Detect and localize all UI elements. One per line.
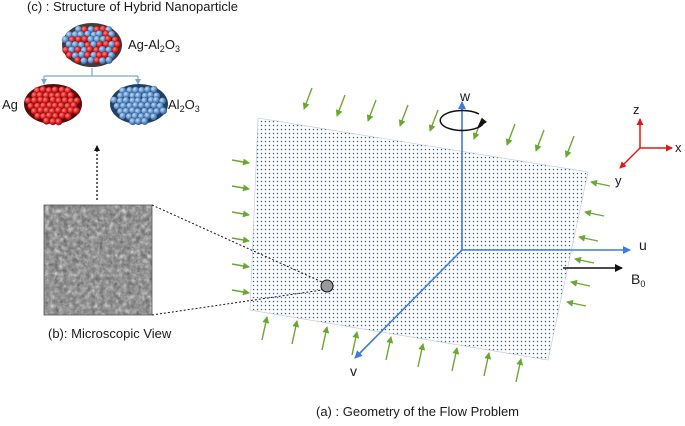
v-axis xyxy=(354,249,463,359)
stream-arrow xyxy=(261,316,270,341)
stream-arrow xyxy=(584,209,605,217)
stream-arrow xyxy=(451,347,460,372)
stream-arrow xyxy=(366,99,377,122)
stream-arrow xyxy=(302,87,313,110)
stream-arrow xyxy=(428,109,439,132)
stream-arrow xyxy=(231,158,250,166)
rotation-arrow-icon xyxy=(439,109,487,132)
stream-arrow xyxy=(231,210,250,218)
stream-arrow xyxy=(590,179,611,187)
stream-arrow xyxy=(231,288,250,296)
ag-label: Ag xyxy=(2,97,18,112)
microscope-texture-icon xyxy=(43,204,153,316)
stream-arrow xyxy=(578,234,599,242)
stream-arrow xyxy=(351,331,360,356)
y-frame-axis xyxy=(619,147,641,169)
stretching-plate xyxy=(249,117,589,361)
u-label: u xyxy=(639,237,647,253)
caption-flow-geometry: (a) : Geometry of the Flow Problem xyxy=(316,404,519,419)
z-frame-label: z xyxy=(633,102,640,117)
stream-arrow xyxy=(505,123,516,146)
stream-arrow xyxy=(534,129,545,152)
stream-arrow xyxy=(483,352,492,377)
x-frame-label: x xyxy=(675,140,682,155)
hybrid-label: Ag-Al2O3 xyxy=(128,37,180,54)
stream-arrow xyxy=(385,336,394,361)
al2o3-label: Al2O3 xyxy=(168,97,200,114)
caption-microscopic-view: (b): Microscopic View xyxy=(48,326,172,341)
stream-arrow xyxy=(335,94,346,117)
stream-arrow xyxy=(564,135,575,158)
reference-frame xyxy=(619,118,673,169)
al2o3-particle-icon xyxy=(110,84,168,126)
stream-arrow xyxy=(291,320,300,345)
stream-arrow xyxy=(231,184,250,192)
stream-arrow xyxy=(398,104,409,127)
v-label: v xyxy=(350,363,357,379)
w-label: w xyxy=(459,88,471,104)
stream-arrow xyxy=(515,358,524,383)
stream-arrow xyxy=(570,279,591,287)
ag-particle-icon xyxy=(24,84,82,126)
stream-arrow xyxy=(566,299,587,307)
stream-arrow xyxy=(417,343,426,368)
stream-arrows xyxy=(231,87,611,383)
stream-arrow xyxy=(321,326,330,351)
caption-hybrid-structure: (c) : Structure of Hybrid Nanoparticle xyxy=(27,0,238,14)
sample-point-circle xyxy=(320,279,334,293)
hybrid-split-connector xyxy=(41,68,141,85)
zoom-lines xyxy=(151,204,323,316)
b0-label: B0 xyxy=(631,271,645,289)
stream-arrow xyxy=(231,236,250,244)
hybrid-nanoparticle-icon xyxy=(61,23,122,67)
stream-arrow xyxy=(574,256,595,264)
stream-arrow xyxy=(231,262,250,270)
y-frame-label: y xyxy=(615,173,622,188)
